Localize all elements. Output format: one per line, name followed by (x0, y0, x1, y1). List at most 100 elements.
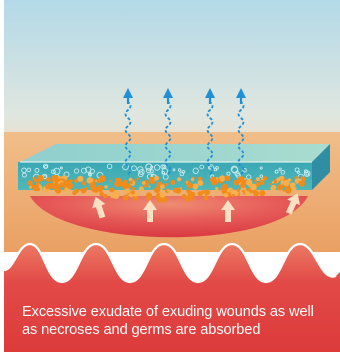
exudate-particle (191, 178, 194, 181)
exudate-particle (148, 186, 150, 188)
exudate-particle (130, 181, 133, 184)
exudate-particle (187, 182, 193, 188)
exudate-particle (212, 195, 214, 197)
exudate-particle (32, 185, 38, 191)
exudate-particle (139, 186, 144, 191)
exudate-particle (39, 184, 42, 187)
exudate-particle (279, 176, 284, 181)
exudate-particle (167, 189, 170, 192)
exudate-particle (270, 183, 272, 185)
exudate-particle (218, 188, 220, 190)
exudate-particle (253, 191, 259, 197)
exudate-particle (283, 180, 289, 186)
exudate-particle (82, 181, 85, 184)
exudate-particle (245, 191, 250, 196)
exudate-particle (215, 187, 218, 190)
exudate-particle (186, 181, 188, 183)
exudate-particle (37, 175, 44, 182)
exudate-particle (256, 177, 260, 181)
exudate-particle (136, 177, 139, 180)
exudate-particle (263, 176, 268, 181)
exudate-particle (160, 189, 162, 191)
exudate-particle (217, 191, 219, 193)
exudate-particle (85, 187, 88, 190)
dressing-top (20, 144, 330, 162)
exudate-particle (299, 180, 306, 187)
exudate-particle (115, 178, 118, 181)
exudate-particle (165, 183, 168, 186)
exudate-particle (67, 183, 74, 190)
exudate-particle (146, 192, 152, 198)
exudate-particle (131, 190, 135, 194)
exudate-particle (254, 180, 256, 182)
exudate-particle (270, 186, 275, 191)
exudate-particle (160, 192, 166, 198)
exudate-particle (219, 175, 225, 181)
exudate-particle (89, 182, 95, 188)
exudate-particle (77, 176, 83, 182)
exudate-particle (109, 180, 112, 183)
exudate-particle (100, 186, 104, 190)
exudate-particle (150, 180, 154, 184)
exudate-particle (198, 180, 204, 186)
exudate-particle (202, 190, 206, 194)
exudate-particle (114, 181, 120, 187)
exudate-particle (160, 184, 165, 189)
exudate-particle (283, 189, 285, 191)
exudate-particle (224, 193, 228, 197)
exudate-particle (285, 187, 292, 194)
exudate-particle (192, 184, 198, 190)
exudate-particle (104, 185, 108, 189)
exudate-particle (70, 179, 73, 182)
exudate-particle (301, 176, 305, 180)
exudate-particle (110, 188, 115, 193)
exudate-particle (32, 177, 35, 180)
exudate-particle (103, 194, 107, 198)
exudate-particle (278, 186, 282, 190)
exudate-particle (272, 181, 274, 183)
exudate-particle (243, 192, 245, 194)
exudate-particle (132, 187, 135, 190)
exudate-particle (203, 195, 208, 200)
exudate-particle (190, 192, 195, 197)
exudate-particle (174, 189, 177, 192)
exudate-particle (177, 177, 181, 181)
exudate-particle (242, 190, 245, 193)
exudate-particle (29, 186, 32, 189)
exudate-particle (259, 190, 265, 196)
exudate-particle (225, 175, 231, 181)
exudate-particle (45, 184, 50, 189)
caption-line-1: Excessive exudate of exuding wounds as w… (22, 304, 336, 322)
exudate-particle (55, 188, 61, 194)
exudate-particle (100, 192, 104, 196)
exudate-particle (165, 179, 167, 181)
exudate-particle (125, 185, 129, 189)
exudate-particle (99, 175, 105, 181)
exudate-particle (210, 177, 217, 184)
exudate-particle (142, 181, 146, 185)
exudate-particle (154, 176, 159, 181)
exudate-particle (234, 181, 237, 184)
exudate-particle (170, 180, 175, 185)
exudate-particle (59, 182, 64, 187)
exudate-particle (244, 178, 246, 180)
exudate-particle (240, 182, 246, 188)
caption-line-2: as necroses and germs are absorbed (22, 322, 336, 340)
exudate-particle (46, 177, 51, 182)
exudate-particle (262, 181, 264, 183)
frame-edge (0, 0, 4, 352)
exudate-particle (246, 179, 252, 185)
exudate-particle (290, 182, 296, 188)
exudate-particle (94, 192, 96, 194)
exudate-particle (72, 191, 76, 195)
exudate-particle (80, 189, 82, 191)
exudate-particle (232, 194, 235, 197)
caption-text: Excessive exudate of exuding wounds as w… (22, 304, 336, 339)
exudate-particle (125, 188, 131, 194)
exudate-particle (282, 186, 284, 188)
exudate-particle (222, 184, 228, 190)
exudate-particle (123, 195, 129, 201)
exudate-particle (237, 188, 241, 192)
